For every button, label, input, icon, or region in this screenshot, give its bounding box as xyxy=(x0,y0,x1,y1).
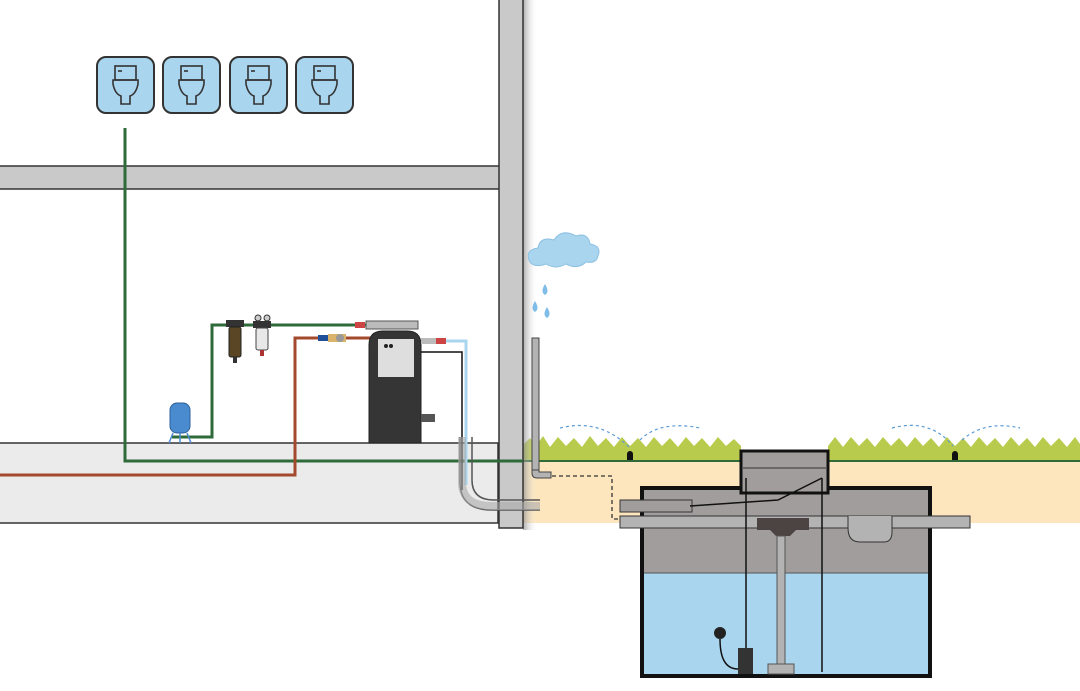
sprinkler-icon xyxy=(891,424,1021,460)
calmed-inlet-pipe xyxy=(776,535,786,665)
toilets xyxy=(96,56,354,114)
submersible-pump xyxy=(738,648,753,674)
ground-floor-slab xyxy=(0,442,499,524)
downspout xyxy=(531,337,552,479)
valve-fittings xyxy=(318,322,365,342)
supply-pipe-filters xyxy=(172,323,372,439)
upper-floor-slab xyxy=(0,165,523,190)
sprinkler-icon xyxy=(559,424,701,460)
expansion-tank xyxy=(168,402,192,444)
toilet-icon xyxy=(295,56,354,114)
rainwater-control-unit xyxy=(365,320,446,444)
inlet-filter xyxy=(757,518,809,530)
sediment-filter xyxy=(226,320,244,363)
toilet-icon xyxy=(96,56,155,114)
float-switch xyxy=(714,627,726,639)
supply-pipe-to-toilets xyxy=(123,128,523,463)
grass xyxy=(523,436,1080,460)
overflow-dashed-line xyxy=(552,475,620,520)
rainwater-tank xyxy=(619,449,971,678)
manhole-riser xyxy=(739,449,830,495)
stored-water xyxy=(642,573,930,676)
toilet-icon xyxy=(229,56,288,114)
control-panel-display xyxy=(378,339,414,377)
exterior-wall xyxy=(498,0,524,529)
toilet-icon xyxy=(162,56,221,114)
pressure-gauge-filter xyxy=(253,314,271,356)
cloud-icon xyxy=(527,232,600,268)
suction-hose-sleeve xyxy=(619,499,693,513)
raindrop-icon xyxy=(532,284,550,318)
